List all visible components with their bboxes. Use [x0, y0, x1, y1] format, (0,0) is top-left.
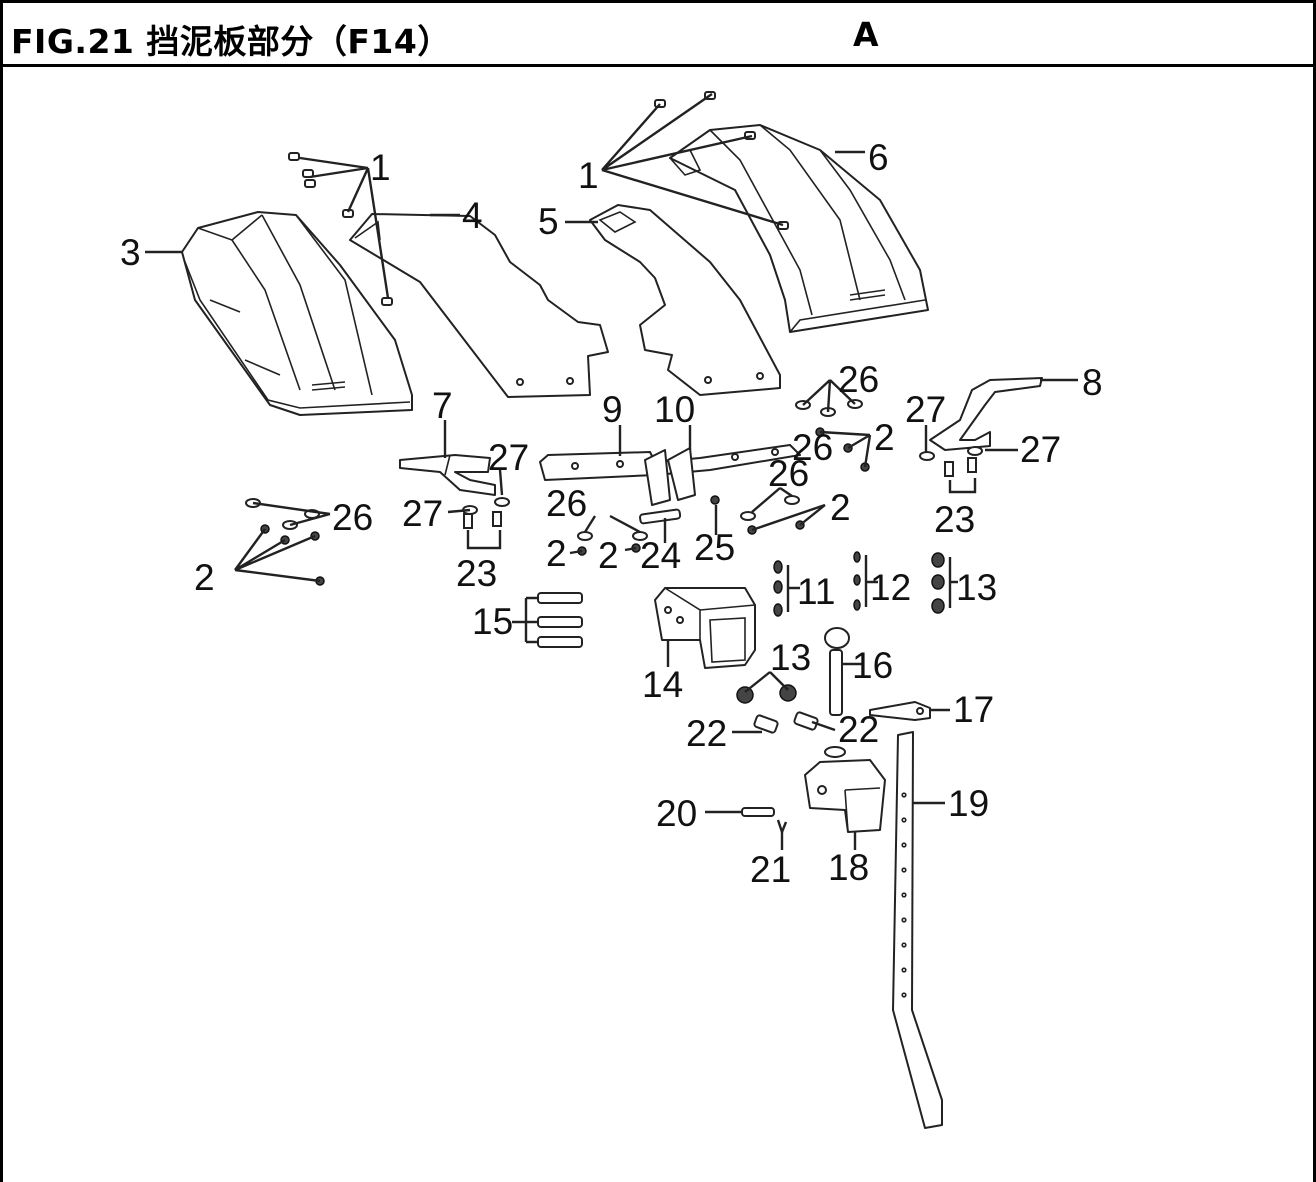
callout-9: 9 — [602, 389, 623, 430]
crossbar — [539, 444, 801, 506]
callout-10: 10 — [654, 389, 695, 430]
callout-13: 13 — [770, 637, 811, 678]
callout-21: 21 — [750, 849, 791, 890]
drawbar — [892, 731, 943, 1129]
lock-clip — [869, 701, 931, 721]
figure-header: FIG.21 挡泥板部分（F14） A — [3, 3, 1316, 67]
callout-24: 24 — [640, 535, 681, 576]
callout-13: 13 — [956, 567, 997, 608]
callout-26: 26 — [792, 427, 833, 468]
callout-23: 23 — [934, 499, 975, 540]
callout-18: 18 — [828, 847, 869, 888]
callout-26: 26 — [332, 497, 373, 538]
callout-6: 6 — [868, 137, 889, 178]
inner-panel-right — [589, 204, 781, 396]
callout-1: 1 — [370, 147, 391, 188]
figure-title: FIG.21 挡泥板部分（F14） — [11, 22, 451, 61]
callout-22: 22 — [838, 709, 879, 750]
callout-11: 11 — [797, 571, 835, 612]
callout-3: 3 — [120, 232, 141, 273]
callout-2: 2 — [874, 417, 895, 458]
callout-16: 16 — [852, 645, 893, 686]
eye-pin — [824, 627, 850, 716]
callout-27: 27 — [488, 437, 529, 478]
drawbar-bracket — [804, 746, 886, 833]
callout-26: 26 — [838, 359, 879, 400]
hitch-bracket — [654, 587, 756, 669]
callout-17: 17 — [953, 689, 994, 730]
callout-12: 12 — [870, 567, 911, 608]
bolts-15 — [537, 592, 583, 648]
bracket-left — [399, 454, 496, 496]
callout-23: 23 — [456, 553, 497, 594]
callout-labels: 1 1 3 4 5 6 7 8 9 10 11 12 13 13 14 15 1… — [120, 137, 1103, 890]
callout-7: 7 — [432, 385, 453, 426]
callout-2: 2 — [830, 487, 851, 528]
callout-26: 26 — [546, 483, 587, 524]
leader-lines — [145, 93, 1078, 850]
fender-right — [669, 124, 929, 333]
callout-27: 27 — [1020, 429, 1061, 470]
callout-2: 2 — [546, 533, 567, 574]
view-label: A — [853, 15, 879, 54]
callout-26: 26 — [768, 453, 809, 494]
callout-20: 20 — [656, 793, 697, 834]
callout-15: 15 — [472, 601, 513, 642]
callout-2: 2 — [194, 557, 215, 598]
callout-1: 1 — [578, 155, 599, 196]
callout-4: 4 — [462, 195, 483, 236]
callout-2: 2 — [598, 535, 619, 576]
callout-14: 14 — [642, 664, 683, 705]
callout-19: 19 — [948, 783, 989, 824]
callout-27: 27 — [402, 493, 443, 534]
callout-27: 27 — [905, 389, 946, 430]
small-hardware — [288, 91, 977, 836]
callout-22: 22 — [686, 713, 727, 754]
fender-left — [181, 211, 413, 416]
callout-8: 8 — [1082, 362, 1103, 403]
callout-5: 5 — [538, 201, 559, 242]
callout-25: 25 — [694, 527, 735, 568]
